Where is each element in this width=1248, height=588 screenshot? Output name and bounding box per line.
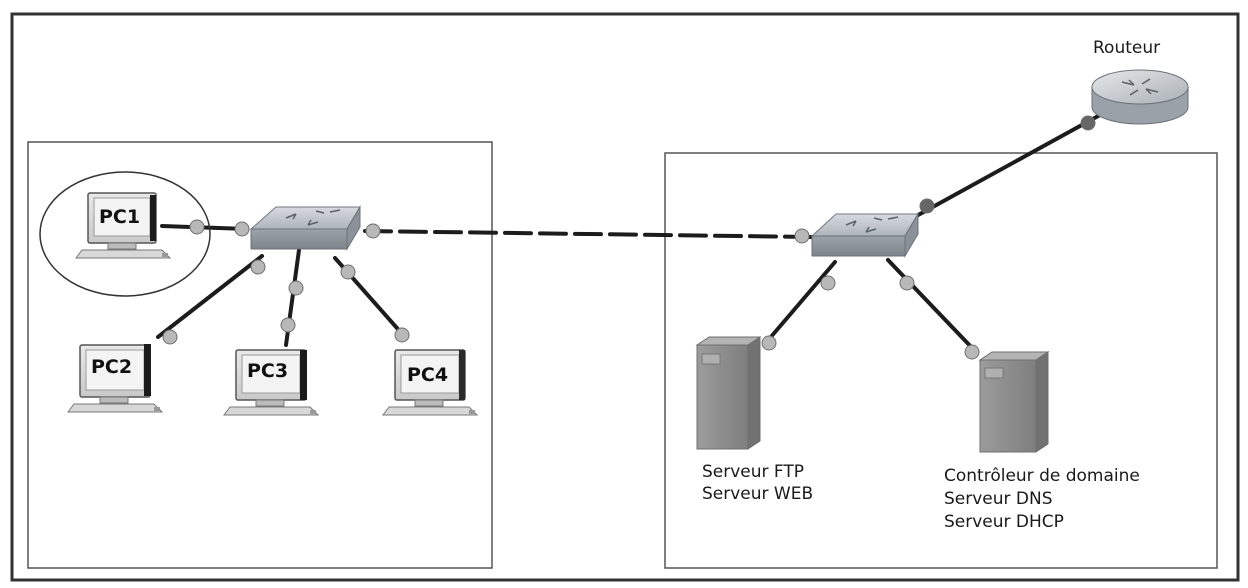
cable-switch1-switch2	[363, 229, 814, 239]
router	[1091, 69, 1189, 125]
outer-frame	[10, 12, 1240, 582]
port-connectors	[162, 115, 1096, 360]
pc2: PC2	[67, 344, 164, 413]
cable-switch1-pc2	[156, 254, 264, 339]
server-dc-label-2: Serveur DNS	[944, 489, 1053, 509]
cable-switch2-server-dc	[886, 258, 978, 354]
lan-right-box	[664, 152, 1218, 569]
pc1-highlight-circle	[39, 171, 211, 297]
router-label: Routeur	[1093, 38, 1160, 58]
server-ftp-web-label-1: Serveur FTP	[702, 462, 804, 482]
pc3-label: PC3	[247, 360, 288, 382]
pc3: PC3	[223, 349, 320, 416]
pc4-label: PC4	[407, 364, 448, 386]
pc4: PC4	[382, 349, 479, 416]
server-dc-label-3: Serveur DHCP	[944, 512, 1064, 532]
server-ftp-web-label-2: Serveur WEB	[702, 484, 813, 504]
server-ftp-web	[695, 336, 762, 450]
cable-switch2-server-ftp	[762, 260, 837, 347]
cable-pc1-switch1	[160, 224, 249, 231]
server-dc-dns-dhcp	[978, 351, 1050, 453]
pc2-label: PC2	[91, 356, 132, 378]
lan-left-box	[27, 141, 493, 569]
switch-1	[249, 205, 361, 251]
pc1: PC1	[75, 192, 172, 259]
server-dc-label-1: Contrôleur de domaine	[944, 466, 1140, 486]
pc1-label: PC1	[99, 206, 140, 228]
switch-2	[810, 212, 919, 258]
